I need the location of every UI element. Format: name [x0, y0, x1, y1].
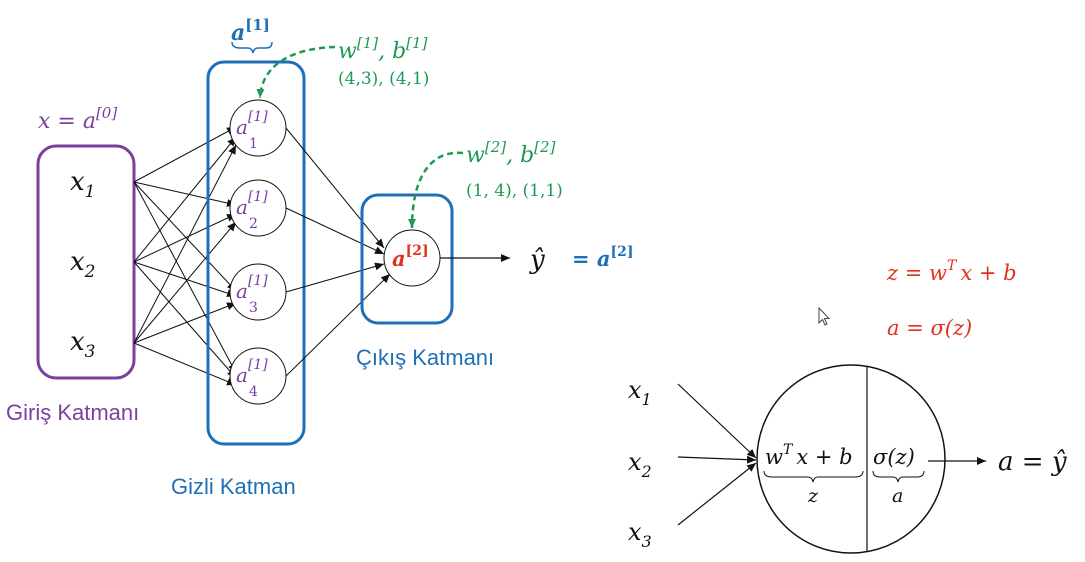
neuron-activation-under: a: [892, 485, 903, 507]
output-layer-label: Çıkış Katmanı: [356, 345, 494, 370]
hidden-params-arrow: [256, 45, 336, 99]
hidden-layer-label: Gizli Katman: [171, 474, 296, 499]
hidden-node-2-label: a[1]: [236, 189, 268, 219]
input-node-x3: x3: [70, 327, 96, 362]
hidden-node-1-sub: 1: [249, 136, 258, 152]
hidden-top-label: a[1]: [231, 16, 270, 46]
output-param-shapes: (1, 4), (1,1): [466, 181, 563, 201]
output-layer: a[2] ŷ = a[2] Çıkış Katmanı w[2], b[2] (…: [356, 138, 634, 370]
hidden-node-2-sub: 2: [249, 216, 258, 232]
hidden-node-3-label: a[1]: [236, 273, 268, 303]
neuron-linear-brace: [763, 470, 864, 483]
neuron-circle: [756, 364, 946, 554]
output-params: w[2], b[2]: [466, 138, 556, 168]
output-params-arrow: [408, 151, 464, 229]
neuron-input-x1: x1: [628, 376, 652, 409]
hidden-node-1-label: a[1]: [236, 109, 268, 139]
input-equation: x = a[0]: [38, 104, 117, 134]
hidden-top-brace: [231, 41, 273, 54]
neuron-output: a = ŷ: [998, 447, 1067, 477]
neuron-activation: σ(z): [873, 445, 915, 469]
neuron-input-x2: x2: [628, 448, 652, 481]
hidden-node-4-sub: 4: [249, 384, 258, 400]
output-node-label: a[2]: [392, 243, 429, 271]
neuron-input-x3: x3: [628, 518, 652, 551]
neuron-activation-brace: [872, 470, 925, 483]
hidden-layer-box: [206, 60, 306, 446]
input-layer: x = a[0] x1 x2 x3 Giriş Katmanı: [6, 104, 139, 425]
output-layer-box: [360, 193, 454, 325]
a-equation: a = σ(z): [887, 316, 972, 340]
hidden-param-shapes: (4,3), (4,1): [338, 69, 429, 89]
hidden-output-connections: [285, 127, 391, 377]
output-yhat-eq: = a[2]: [572, 244, 634, 271]
neuron-linear-under: z: [807, 485, 819, 507]
input-layer-label: Giriş Katmanı: [6, 400, 139, 425]
hidden-node-4-label: a[1]: [236, 357, 268, 387]
input-node-x2: x2: [70, 247, 96, 282]
hidden-params: w[1], b[1]: [338, 34, 428, 64]
input-node-x1: x1: [70, 167, 96, 202]
output-yhat: ŷ: [529, 245, 545, 275]
input-hidden-connections: [133, 126, 237, 386]
hidden-node-3-sub: 3: [249, 300, 258, 316]
neuron-input-arrows: [677, 383, 757, 526]
hidden-layer: a[1] a[1] 1 a[1] 2 a[1] 3 a[1] 4 Gizli K…: [171, 16, 429, 499]
mouse-cursor-icon: [818, 306, 831, 326]
